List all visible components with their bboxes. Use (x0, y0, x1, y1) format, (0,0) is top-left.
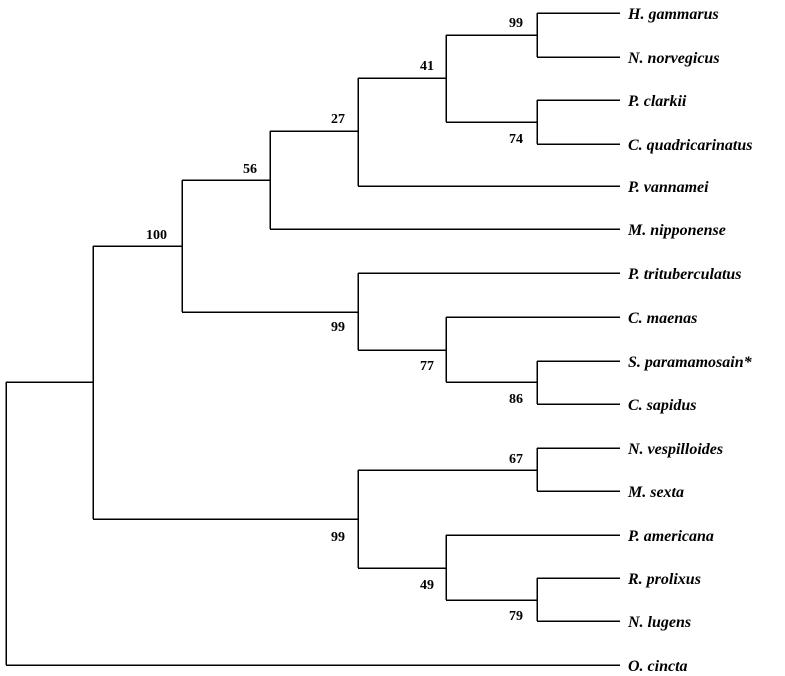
branch-lobster-crayfish (445, 34, 537, 123)
taxon-label: M. nipponense (627, 222, 726, 239)
support-values: 99 41 74 27 56 100 99 77 86 67 99 49 79 (146, 16, 523, 624)
support-value: 27 (331, 112, 345, 127)
taxon-label: S. paramamosain* (628, 354, 753, 371)
branch-insects (357, 469, 537, 569)
support-value: 56 (243, 162, 257, 177)
branch-shrimp-group (269, 130, 620, 230)
taxon-label: N. lugens (627, 614, 691, 631)
support-value: 41 (420, 59, 434, 74)
taxon-label: P. trituberculatus (627, 266, 742, 283)
support-value: 99 (331, 320, 345, 335)
branch-hemiptera-cockroach (445, 534, 620, 601)
support-value: 99 (331, 530, 345, 545)
branch-pancrustacea (92, 245, 358, 520)
branch-decapod-core (357, 77, 620, 187)
taxon-label: R. prolixus (627, 571, 701, 588)
taxon-label: N. norvegicus (627, 50, 720, 67)
taxon-label: P. vannamei (627, 179, 709, 196)
taxon-label: M. sexta (627, 484, 684, 501)
support-value: 74 (509, 132, 523, 147)
taxon-label: N. vespilloides (627, 441, 723, 458)
support-value: 79 (509, 609, 523, 624)
branch-crayfish (536, 99, 620, 145)
support-value: 67 (509, 452, 523, 467)
branch-hemiptera (536, 577, 620, 622)
tree-branches (5, 12, 620, 666)
branch-hgam-nnor (536, 12, 620, 58)
support-value: 77 (420, 359, 434, 374)
taxon-label: H. gammarus (627, 6, 719, 23)
taxon-label: P. clarkii (627, 93, 687, 110)
taxon-label: C. sapidus (628, 397, 696, 414)
taxon-label: C. maenas (628, 310, 697, 327)
branch-root (5, 381, 620, 666)
taxon-label: P. americana (627, 528, 714, 545)
branch-beetle-moth (536, 447, 620, 492)
branch-crab-group (357, 272, 620, 351)
taxon-label: O. cincta (628, 658, 688, 675)
support-value: 100 (146, 228, 167, 243)
taxon-labels: H. gammarus N. norvegicus P. clarkii C. … (627, 6, 753, 675)
support-value: 49 (420, 578, 434, 593)
taxon-label: C. quadricarinatus (628, 137, 752, 154)
branch-crabs (445, 316, 620, 383)
support-value: 99 (509, 16, 523, 31)
support-value: 86 (509, 392, 523, 407)
branch-scylla-callinectes (536, 360, 620, 405)
